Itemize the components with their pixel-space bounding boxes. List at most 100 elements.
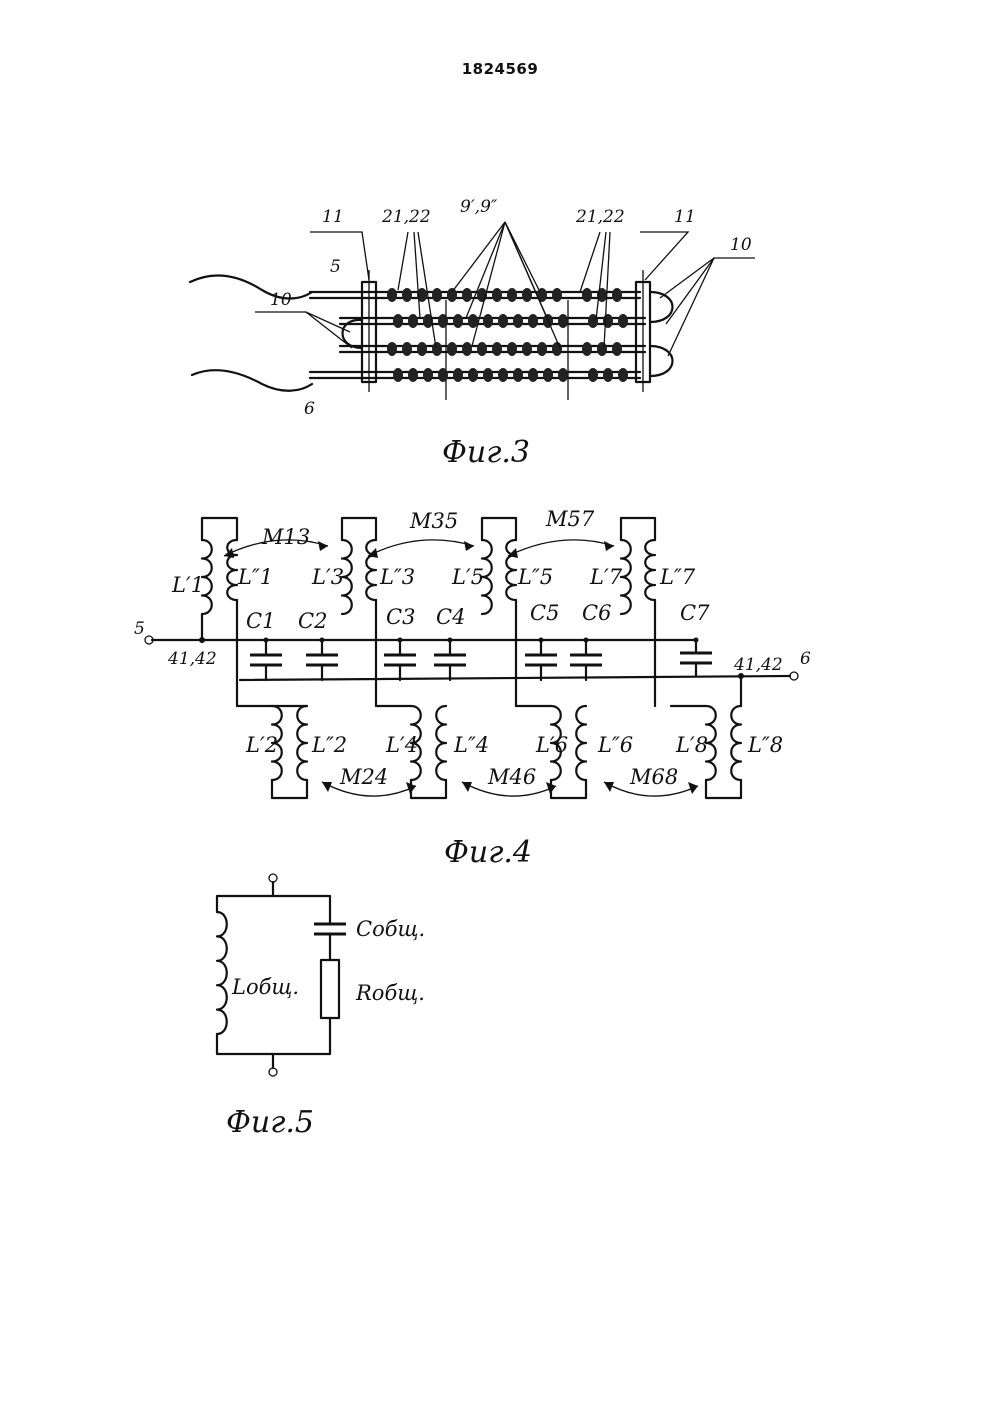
fig4-coil-l6pp: L″6 (597, 733, 633, 757)
fig5-caption: Фиг.5 (226, 1105, 314, 1140)
fig4-cap-c4: C4 (436, 605, 465, 629)
fig3-bead (453, 314, 463, 328)
figure-5: Lобщ. Cобщ. Rобщ. Фиг.5 (217, 874, 425, 1140)
fig4-capacitors (250, 638, 712, 681)
fig4-coil-l7pp: L″7 (659, 565, 696, 589)
fig4-cap-node (539, 638, 544, 643)
fig3-bead (543, 368, 553, 382)
fig4-coil-l8p: L′8 (675, 733, 708, 757)
fig5-terminal-bottom (269, 1068, 277, 1076)
fig3-bead (513, 368, 523, 382)
fig3-bead (537, 342, 547, 356)
fig4-cap-node (584, 638, 589, 643)
fig4-bottom-coil-b (731, 706, 741, 780)
fig4-top-coil-b (645, 540, 655, 600)
fig3-bead (552, 342, 562, 356)
fig3-bead (552, 288, 562, 302)
fig4-top-coil-a (621, 540, 631, 614)
fig3-label-11-right: 11 (674, 207, 696, 227)
fig4-top-loop (621, 518, 655, 540)
fig4-top-loop (482, 518, 516, 540)
fig4-terminal-right-label: 41,42 (733, 655, 783, 675)
fig3-label-2-right: 21,22 (575, 207, 625, 227)
fig4-bottom-coil-b (297, 706, 307, 780)
fig3-bead (387, 288, 397, 302)
fig3-bead (528, 314, 538, 328)
fig3-label-10-left: 10 (270, 290, 292, 310)
fig5-resistor (321, 960, 339, 1018)
fig4-coil-l5pp: L″5 (517, 565, 553, 589)
fig4-mutual-m35: M35 (409, 509, 458, 533)
fig3-bead (438, 368, 448, 382)
fig4-bottom-coil-b (576, 706, 586, 780)
fig3-bead (582, 288, 592, 302)
fig3-rods (310, 292, 645, 378)
fig3-loop-right-2 (650, 346, 673, 376)
fig4-coil-l5p: L′5 (451, 565, 484, 589)
fig3-bead (618, 368, 628, 382)
fig3-bead (492, 342, 502, 356)
fig4-coil-l2p: L′2 (245, 733, 278, 757)
fig4-coil-l4p: L′4 (385, 733, 418, 757)
fig4-mutual-m24: M24 (339, 765, 388, 789)
fig3-bead (522, 342, 532, 356)
fig5-terminal-top (269, 874, 277, 882)
figure-4: M13 M35 M57 M24 M46 M68 L′1 L″1 L′3 L″3 … (134, 507, 811, 870)
fig3-leaders (255, 222, 755, 356)
fig3-bead (588, 368, 598, 382)
fig3-bead (522, 288, 532, 302)
fig3-label-5: 5 (330, 257, 341, 277)
fig4-cap-c6: C6 (582, 601, 611, 625)
fig4-top-loop (342, 518, 376, 540)
fig3-label-11-left: 11 (322, 207, 344, 227)
fig3-bead (462, 288, 472, 302)
fig4-top-coil-b (506, 540, 516, 600)
fig4-bottom-loop (272, 780, 307, 798)
fig3-bead (408, 368, 418, 382)
fig3-label-9: 9′,9″ (460, 197, 498, 217)
fig3-bead (447, 288, 457, 302)
fig4-cap-c7: C7 (680, 601, 710, 625)
fig5-inductor (217, 912, 227, 1034)
fig4-bottom-loop (551, 780, 586, 798)
fig4-top-loop (202, 518, 237, 540)
fig4-coil-l6p: L′6 (535, 733, 568, 757)
fig4-mutual-m68: M68 (629, 765, 678, 789)
fig4-terminal-right-number: 6 (800, 649, 811, 669)
fig4-coil-l8pp: L″8 (747, 733, 783, 757)
fig4-mutual-m13: M13 (261, 525, 310, 549)
fig3-bead (402, 288, 412, 302)
fig3-bead (462, 342, 472, 356)
fig3-bead (468, 368, 478, 382)
fig4-cap-c5: C5 (530, 601, 559, 625)
fig3-bead (558, 368, 568, 382)
fig4-bottom-loop (706, 780, 741, 798)
fig3-bead (417, 342, 427, 356)
fig4-terminal-right (790, 672, 798, 680)
fig3-bead (513, 314, 523, 328)
fig4-coil-l1p: L′1 (171, 573, 204, 597)
fig3-bead (387, 342, 397, 356)
fig4-caption: Фиг.4 (444, 835, 532, 870)
fig4-top-coil-b (366, 540, 376, 600)
fig4-cap-node (398, 638, 403, 643)
fig3-bead (498, 314, 508, 328)
fig3-bead (492, 288, 502, 302)
fig3-bead (603, 368, 613, 382)
fig4-cap-node (320, 638, 325, 643)
fig4-coil-l3p: L′3 (311, 565, 344, 589)
fig4-mutual-m46: M46 (487, 765, 536, 789)
fig3-bead (612, 288, 622, 302)
fig4-cap-c3: C3 (386, 605, 415, 629)
figure-3: 11 11 21,22 21,22 9′,9″ 10 10 5 6 Фиг.3 (190, 197, 755, 470)
fig3-bead (438, 314, 448, 328)
fig3-bead (483, 314, 493, 328)
fig3-beads (387, 288, 628, 382)
fig4-bottom-coil-b (436, 706, 446, 780)
fig3-bead (477, 342, 487, 356)
fig3-bead (528, 368, 538, 382)
fig3-bead (393, 314, 403, 328)
fig4-coil-l7p: L′7 (589, 565, 623, 589)
fig3-bead (453, 368, 463, 382)
fig3-bead (432, 288, 442, 302)
